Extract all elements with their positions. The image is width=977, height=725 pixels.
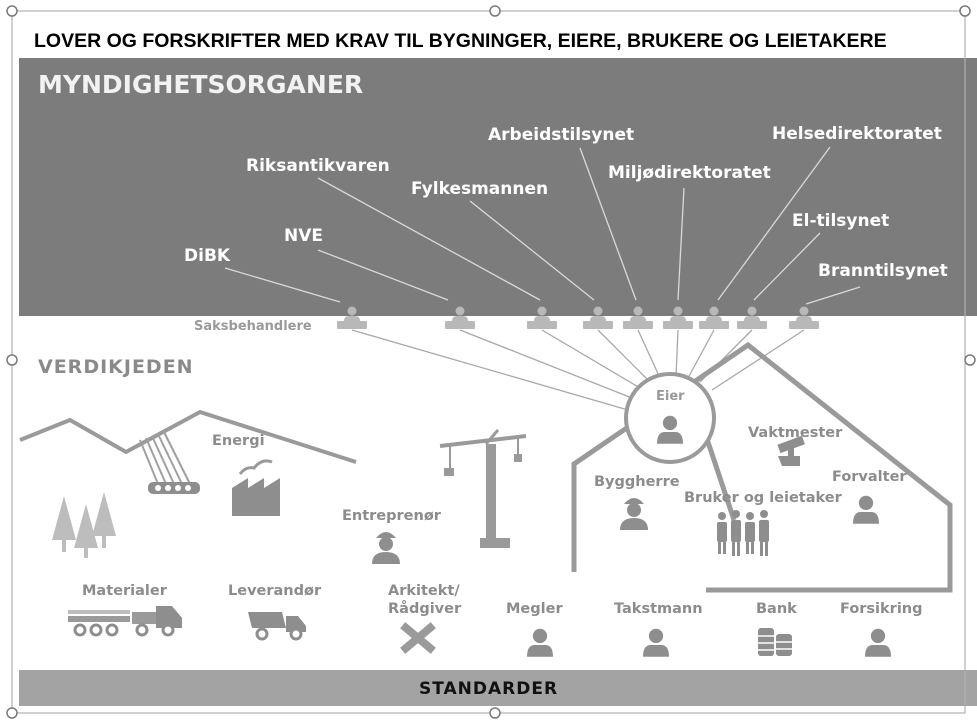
developer-icon (620, 498, 648, 530)
dump-truck-icon (248, 612, 306, 641)
manager-icon (853, 495, 880, 524)
resize-handle[interactable] (489, 5, 501, 17)
architect-label-line1: Arkitekt/ (388, 583, 460, 599)
hardhat-worker-icon (372, 532, 400, 564)
agency-branntilsynet: Branntilsynet (818, 261, 948, 281)
caretaker-label: Vaktmester (748, 425, 843, 441)
group-people-icon (717, 510, 769, 556)
agency-arbeidstilsynet: Arbeidstilsynet (488, 125, 634, 145)
hammer-hand-icon (777, 435, 805, 466)
resize-handle[interactable] (6, 5, 18, 17)
landscape-outline (19, 409, 357, 464)
insurance-label: Forsikring (840, 601, 923, 617)
materials-label: Materialer (82, 583, 168, 599)
house-wall-line (703, 435, 737, 521)
selection-frame (6, 5, 976, 719)
agency-riksantikvaren: Riksantikvaren (246, 156, 390, 176)
resize-handle[interactable] (6, 354, 18, 366)
factory-icon (232, 459, 280, 516)
hydro-dam-icon (139, 431, 200, 494)
resize-handle[interactable] (6, 707, 18, 719)
owner-label: Eier (656, 389, 685, 404)
bank-label: Bank (756, 601, 797, 617)
developer-label: Byggherre (594, 474, 680, 490)
ruler-pencil-icon (400, 622, 436, 654)
authorities-heading: MYNDIGHETSORGANER (38, 70, 363, 99)
resize-handle[interactable] (964, 354, 976, 366)
architect-label-line2: Rådgiver (388, 600, 462, 617)
value-chain-heading: VERDIKJEDEN (38, 356, 194, 378)
agency-nve: NVE (284, 226, 323, 246)
agency-helsedirektoratet: Helsedirektoratet (772, 124, 942, 144)
supplier-label: Leverandør (228, 583, 322, 599)
appraiser-label: Takstmann (614, 601, 703, 617)
house-outline (571, 341, 953, 593)
resize-handle[interactable] (959, 5, 971, 17)
crane-icon (439, 429, 527, 548)
standards-label: STANDARDER (419, 679, 558, 699)
agency-el-tilsynet: El-tilsynet (792, 211, 889, 231)
broker-icon (527, 628, 553, 657)
trees-icon (52, 492, 116, 558)
owner-connector-lines (351, 329, 805, 411)
coins-icon (758, 628, 792, 656)
user-tenant-label: Bruker og leietaker (684, 490, 843, 506)
energy-label: Energi (212, 433, 265, 449)
manager-label: Forvalter (832, 469, 907, 485)
agency-fylkesmannen: Fylkesmannen (411, 179, 548, 199)
resize-handle[interactable] (489, 707, 501, 719)
agency-connector-lines (224, 146, 861, 305)
broker-label: Megler (506, 601, 563, 617)
authorities-band (19, 58, 977, 316)
agency-dibk: DiBK (184, 246, 231, 266)
entrepreneur-label: Entreprenør (342, 508, 442, 524)
caseworkers-label: Saksbehandlere (194, 319, 312, 334)
standards-band (19, 670, 977, 706)
appraiser-icon (643, 628, 669, 657)
page-title: LOVER OG FORSKRIFTER MED KRAV TIL BYGNIN… (34, 30, 887, 52)
insurance-icon (865, 628, 892, 657)
truck-icon (68, 606, 182, 637)
agency-miljodirektoratet: Miljødirektoratet (608, 163, 771, 183)
